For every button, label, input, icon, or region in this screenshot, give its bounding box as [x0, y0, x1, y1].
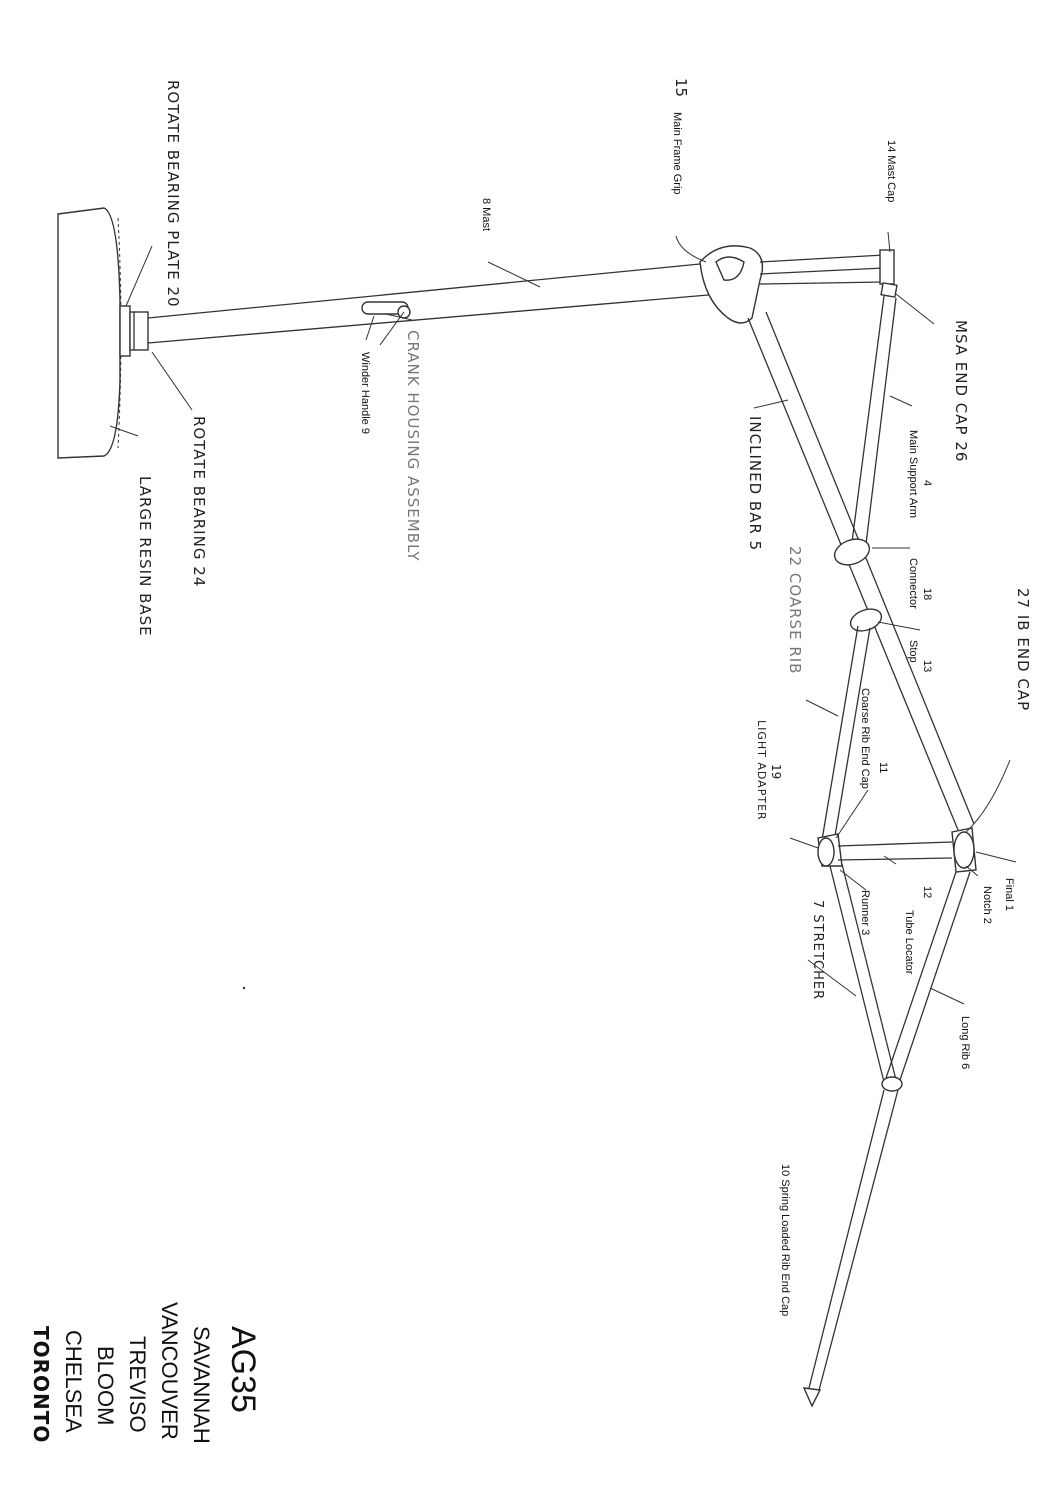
- model-name-4: BLOOM: [93, 1346, 118, 1425]
- final-and-notch: [951, 827, 977, 873]
- label-main-frame-grip: Main Frame Grip: [671, 112, 683, 195]
- hand-num-15: 15: [672, 78, 690, 97]
- label-winder-handle: Winder Handle 9: [359, 352, 371, 434]
- model-name-last: TORONTO: [29, 1326, 53, 1443]
- hand-ib-end-cap: 27 IB END CAP: [1014, 588, 1032, 711]
- hand-msa-end-cap: MSA END CAP 26: [952, 320, 970, 462]
- hand-crank-housing-assembly: CRANK HOUSING ASSEMBLY: [404, 330, 422, 562]
- model-name-1: SAVANNAH: [189, 1326, 214, 1444]
- label-stop-num: 13: [921, 660, 933, 672]
- main-frame-grip: [699, 245, 764, 324]
- speck: [242, 986, 246, 990]
- hand-coarse-rib: 22 COARSE RIB: [786, 546, 804, 674]
- mast-top: [759, 254, 885, 285]
- hand-stretcher: 7 STRETCHER: [810, 900, 825, 1000]
- label-connector-num: 18: [921, 588, 933, 600]
- model-name-5: CHELSEA: [61, 1330, 86, 1433]
- mast-cap: [879, 249, 895, 285]
- hand-inclined-bar: INCLINED BAR 5: [746, 416, 764, 551]
- model-name-2: VANCOUVER: [157, 1302, 182, 1440]
- hand-rotate-bearing-plate: ROTATE BEARING PLATE 20: [164, 80, 182, 308]
- hand-large-resin-base: LARGE RESIN BASE: [136, 476, 154, 637]
- large-resin-base: [57, 207, 122, 459]
- leader-lines: [109, 231, 1017, 1005]
- stretcher: [829, 863, 897, 1083]
- stop: [849, 608, 883, 632]
- model-code: AG35: [224, 1326, 262, 1413]
- label-runner: Runner 3: [859, 890, 871, 935]
- msa-end-cap: [880, 282, 898, 298]
- label-tube-locator: Tube Locator: [903, 910, 915, 975]
- label-main-support-arm: Main Support Arm: [907, 430, 919, 518]
- hand-light-adapter: LIGHT ADAPTER: [755, 720, 768, 821]
- label-tube-locator-num: 12: [921, 886, 933, 898]
- tube-locator: [837, 841, 953, 861]
- label-stop: Stop: [907, 640, 919, 663]
- rotate-bearing-plate: [119, 305, 131, 357]
- main-support-arm: [851, 295, 897, 545]
- label-coarse-rib-end-cap-num: 11: [877, 762, 889, 773]
- long-rib: [807, 871, 971, 1395]
- model-name-3: TREVISO: [125, 1336, 150, 1433]
- coarse-rib: [821, 625, 871, 843]
- label-main-support-arm-num: 4: [921, 480, 933, 486]
- label-connector: Connector: [907, 558, 919, 609]
- model-list: AG35 SAVANNAH VANCOUVER TREVISO BLOOM CH…: [29, 1302, 262, 1444]
- spring-loaded-rib-end-cap: [802, 1387, 822, 1408]
- runner: [817, 833, 843, 867]
- label-mast: 8 Mast: [480, 198, 492, 231]
- hand-light-adapter-num: 19: [769, 764, 783, 779]
- connector: [833, 538, 871, 566]
- rotate-bearing: [129, 311, 149, 351]
- label-spring-loaded-rib-end-cap: 10 Spring Loaded Rib End Cap: [779, 1164, 791, 1316]
- rib-joint: [881, 1076, 903, 1092]
- hand-rotate-bearing: ROTATE BEARING 24: [190, 416, 208, 587]
- label-notch: Notch 2: [981, 886, 993, 924]
- label-long-rib: Long Rib 6: [959, 1016, 971, 1069]
- crank-housing: [361, 301, 411, 346]
- label-final: Final 1: [1003, 878, 1015, 911]
- label-mast-cap: 14 Mast Cap: [885, 140, 897, 202]
- mast: [147, 263, 721, 344]
- label-coarse-rib-end-cap: Coarse Rib End Cap: [859, 688, 871, 789]
- inclined-bar: [747, 311, 975, 831]
